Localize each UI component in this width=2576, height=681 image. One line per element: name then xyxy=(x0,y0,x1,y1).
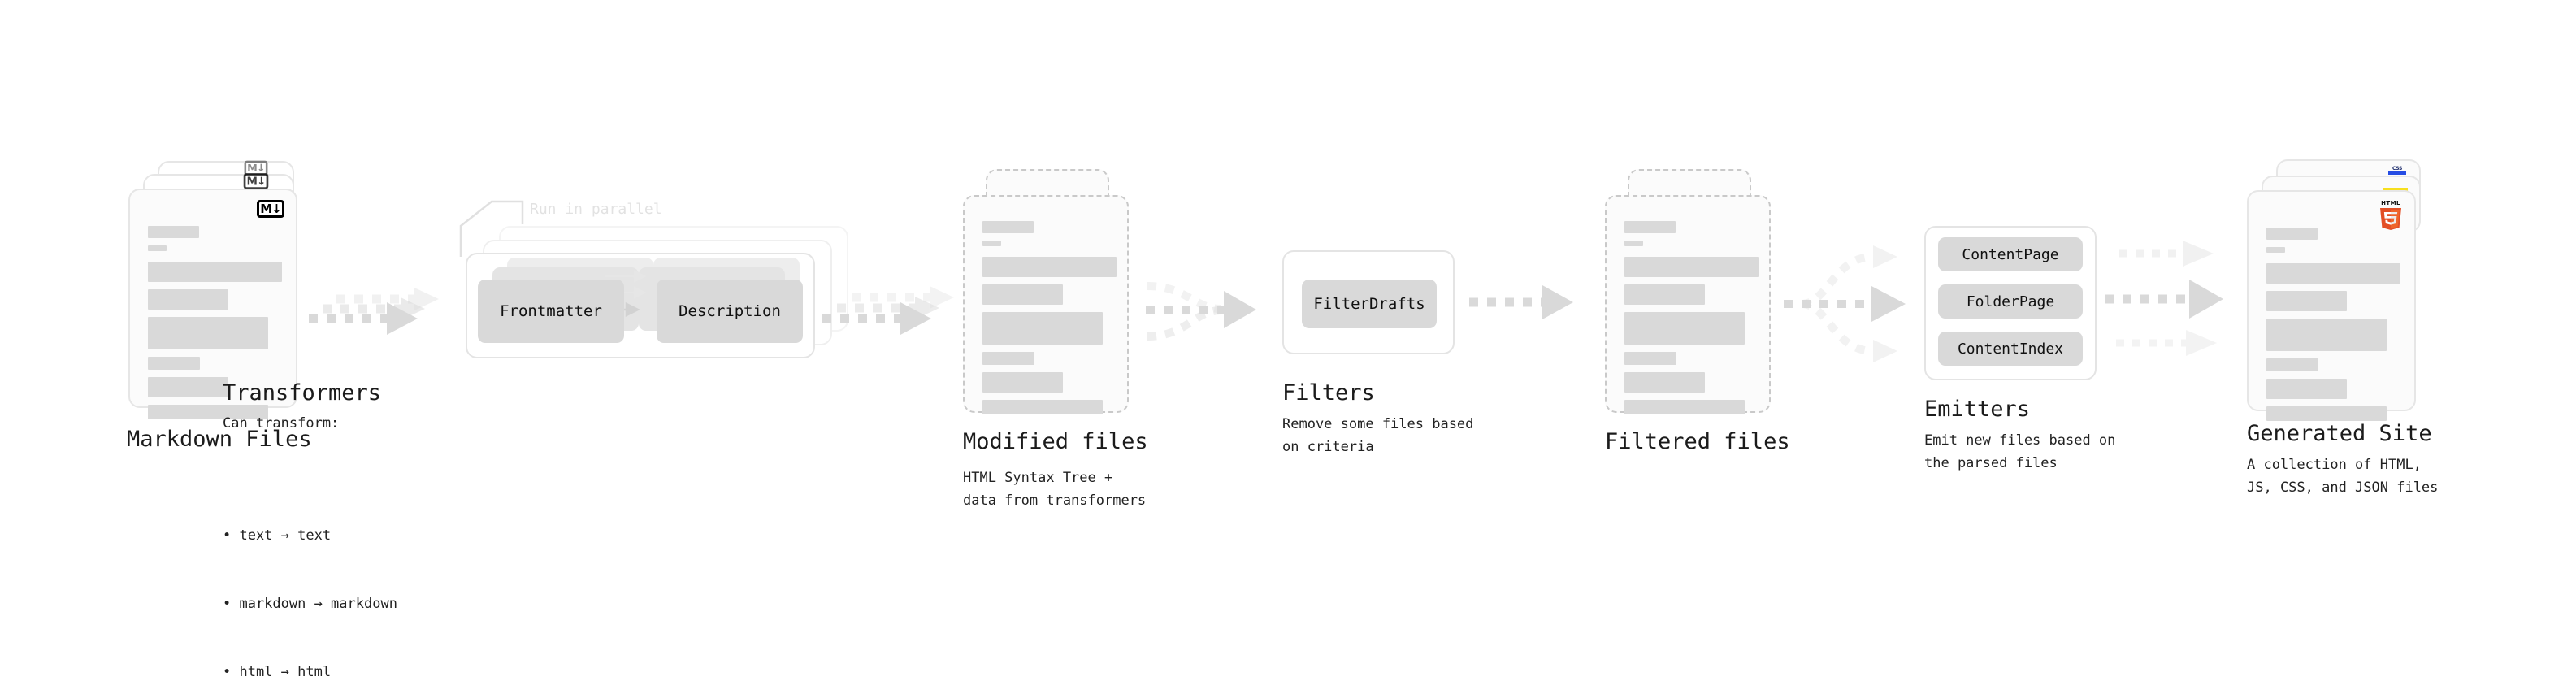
transformers-title-main: Transformers xyxy=(223,380,382,406)
content-bar xyxy=(982,400,1103,414)
transform-bullet: • html → html xyxy=(223,664,332,680)
markdown-badge-letter: M xyxy=(260,201,272,216)
emitter-label: ContentIndex xyxy=(1957,340,2064,358)
transform-bullet: • text → text xyxy=(223,527,332,544)
content-bar xyxy=(148,289,228,310)
transformer-label: Frontmatter xyxy=(500,302,602,320)
filtered-file-card-front xyxy=(1605,195,1771,414)
generated-site-subtitle: A collection of HTML, JS, CSS, and JSON … xyxy=(2247,457,2439,496)
arrow-transformers-to-modified xyxy=(822,286,954,335)
content-bar xyxy=(982,284,1063,305)
content-bar xyxy=(2266,406,2387,421)
content-bar xyxy=(982,312,1103,345)
markdown-badge-back: M↓ xyxy=(244,160,268,176)
arrow-emitters-to-site xyxy=(2105,241,2223,356)
generated-site-stack: CSS HTML xyxy=(2247,159,2458,421)
transformer-label: Description xyxy=(679,302,781,320)
content-bar xyxy=(2266,291,2347,311)
css3-badge: CSS xyxy=(2388,166,2406,175)
content-bar xyxy=(2266,319,2387,351)
css3-badge-bar xyxy=(2388,171,2406,175)
filter-pill-filterdrafts[interactable]: FilterDrafts xyxy=(1302,280,1437,328)
content-bar xyxy=(2266,247,2285,253)
emitters-subtitle: Emit new files based on the parsed files xyxy=(1924,432,2116,471)
markdown-badge-arrow-icon: ↓ xyxy=(271,201,282,216)
content-bar xyxy=(148,226,199,238)
filters-subtitle: Remove some files based on criteria xyxy=(1282,416,1474,455)
emitter-pill-contentindex[interactable]: ContentIndex xyxy=(1938,332,2083,366)
transformer-pill-description[interactable]: Description xyxy=(657,280,803,343)
transformers-subtitle: Can transform: xyxy=(223,415,340,432)
content-bar xyxy=(148,377,228,397)
transform-bullet: • markdown → markdown xyxy=(223,596,397,612)
content-bar xyxy=(1624,372,1705,393)
arrow-markdown-to-transformers xyxy=(309,288,439,335)
generated-site-title: Generated Site xyxy=(2247,421,2432,446)
filtered-files-title: Filtered files xyxy=(1605,429,1790,454)
content-bar xyxy=(982,241,1001,246)
content-bar xyxy=(2266,263,2400,284)
content-bar xyxy=(148,405,268,419)
run-in-parallel-label: Run in parallel xyxy=(530,201,662,218)
content-bar xyxy=(1624,257,1759,277)
emitter-pill-folderpage[interactable]: FolderPage xyxy=(1938,284,2083,319)
content-bar xyxy=(148,317,268,349)
content-bar xyxy=(982,221,1034,233)
arrow-modified-to-filters xyxy=(1146,282,1256,340)
svg-text:HTML: HTML xyxy=(2381,200,2400,206)
modified-files-stack xyxy=(963,169,1158,421)
emitter-label: FolderPage xyxy=(1966,293,2055,310)
content-bar xyxy=(1624,312,1745,345)
markdown-badge: M↓ xyxy=(257,200,284,218)
arrow-filtered-to-emitters xyxy=(1784,245,1906,362)
transformers-bullets: • text → text • markdown → markdown • ht… xyxy=(223,433,397,681)
content-bar xyxy=(982,352,1034,365)
emitters-title: Emitters xyxy=(1924,397,2031,422)
content-bar xyxy=(2266,379,2347,399)
modified-files-title: Modified files xyxy=(963,429,1148,454)
markdown-file-content-lines xyxy=(148,226,282,427)
markdown-files-title: Markdown Files xyxy=(127,427,312,452)
modified-file-card-front xyxy=(963,195,1129,414)
filtered-file-content-lines xyxy=(1624,221,1759,422)
filtered-files-stack xyxy=(1605,169,1800,421)
content-bar xyxy=(982,372,1063,393)
generated-file-card-html: HTML xyxy=(2247,190,2416,421)
content-bar xyxy=(1624,352,1676,365)
content-bar xyxy=(982,257,1117,277)
filter-label: FilterDrafts xyxy=(1313,295,1425,313)
content-bar xyxy=(148,357,200,370)
emitter-label: ContentPage xyxy=(1962,245,2059,263)
arrow-filters-to-filtered xyxy=(1469,285,1573,319)
run-in-parallel-bracket xyxy=(459,200,524,257)
content-bar xyxy=(148,262,282,282)
content-bar xyxy=(1624,284,1705,305)
html5-badge: HTML xyxy=(2380,200,2401,230)
content-bar xyxy=(148,245,167,251)
filters-title: Filters xyxy=(1282,380,1375,406)
content-bar xyxy=(1624,221,1676,233)
markdown-badge-mid: M↓ xyxy=(243,173,269,189)
generated-file-content-lines xyxy=(2266,228,2400,428)
content-bar xyxy=(2266,358,2318,371)
modified-files-subtitle: HTML Syntax Tree + data from transformer… xyxy=(963,470,1147,509)
content-bar xyxy=(1624,241,1643,246)
content-bar xyxy=(2266,228,2318,240)
modified-file-content-lines xyxy=(982,221,1117,422)
transformer-pill-frontmatter[interactable]: Frontmatter xyxy=(478,280,624,343)
markdown-files-stack: M↓ M↓ M↓ xyxy=(128,160,323,419)
content-bar xyxy=(1624,400,1745,414)
markdown-file-card-front: M↓ xyxy=(128,189,297,419)
css3-badge-label: CSS xyxy=(2392,166,2402,171)
emitter-pill-contentpage[interactable]: ContentPage xyxy=(1938,237,2083,271)
